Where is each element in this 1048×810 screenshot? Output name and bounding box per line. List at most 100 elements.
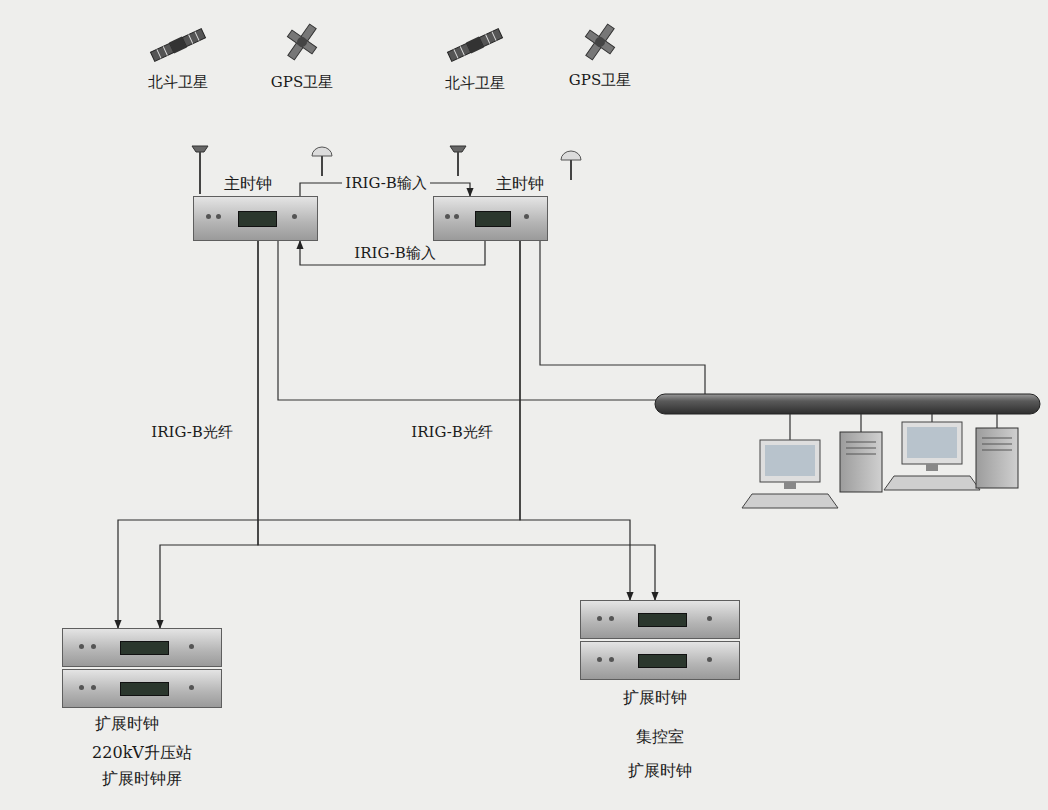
indicator-light <box>216 214 221 219</box>
clock-name: 主时钟 <box>496 174 544 195</box>
antenna-head <box>450 146 466 152</box>
indicator-light <box>707 616 712 621</box>
gps-satellite <box>279 18 325 66</box>
signal-name: IRIG-B光纤 <box>148 423 236 442</box>
beidou-satellite <box>150 28 206 63</box>
server-tower <box>840 432 882 492</box>
indicator-light <box>609 657 614 662</box>
clock-name: 扩展时钟 <box>623 688 687 709</box>
satellite-body <box>169 37 187 54</box>
solar-panel <box>586 24 614 60</box>
chassis-unit <box>193 196 318 241</box>
screen <box>765 445 815 476</box>
chassis-unit <box>433 196 548 241</box>
keyboard <box>742 494 838 508</box>
solar-panel <box>287 30 316 54</box>
label-holder: GPS卫星 <box>569 71 631 90</box>
signal-name: IRIG-B光纤 <box>408 423 496 442</box>
network-wire <box>540 241 705 396</box>
tower-case <box>840 432 882 492</box>
label-holder: IRIG-B光纤 <box>148 423 236 442</box>
antenna-mast <box>457 152 459 176</box>
network-bus <box>655 394 1040 414</box>
clock-location: 集控室 扩展时钟 <box>615 720 705 788</box>
clock-unit: 扩展时钟集控室 扩展时钟 <box>580 600 740 682</box>
keyboard <box>884 476 980 490</box>
panel-grid <box>157 32 199 59</box>
monitor-stand <box>926 464 938 471</box>
satellite-name: GPS卫星 <box>271 73 333 92</box>
indicator-light <box>524 214 529 219</box>
gps-antenna <box>561 151 581 180</box>
panel-grid <box>454 32 496 59</box>
clock-unit: 主时钟 <box>193 196 318 241</box>
solar-panel <box>182 29 205 47</box>
text-holder: 主时钟 <box>224 174 272 195</box>
monitor <box>760 440 820 482</box>
chassis-unit <box>580 641 740 680</box>
clock-unit: 扩展时钟220kV升压站 扩展时钟屏 <box>62 628 222 710</box>
beidou-antenna <box>450 146 466 176</box>
signal-line <box>300 241 485 265</box>
tower-slot <box>982 438 1012 450</box>
beidou-satellite <box>447 28 503 63</box>
workstation <box>742 440 838 508</box>
satellite-body <box>295 35 309 49</box>
clock-display <box>238 211 277 228</box>
indicator-light <box>206 214 211 219</box>
gps-antenna <box>312 147 332 176</box>
clock-display <box>638 613 687 628</box>
indicator-light <box>445 214 450 219</box>
tower-slot <box>846 442 876 454</box>
label-holder: IRIG-B输入 <box>342 174 430 193</box>
tower-case <box>976 428 1018 488</box>
indicator-light <box>79 644 84 649</box>
clock-display <box>120 641 169 656</box>
solar-panel <box>479 29 502 47</box>
clock-location: 220kV升压站 扩展时钟屏 <box>86 740 198 792</box>
beidou-antenna <box>192 146 208 194</box>
indicator-light <box>609 616 614 621</box>
monitor-stand <box>784 482 796 489</box>
label-holder: 北斗卫星 <box>148 73 208 92</box>
clock-name: 扩展时钟 <box>95 714 159 735</box>
satellite-name: 北斗卫星 <box>445 74 505 93</box>
indicator-light <box>292 214 297 219</box>
satellite-name: 北斗卫星 <box>148 73 208 92</box>
screen <box>907 427 957 458</box>
antenna-dome <box>561 151 581 160</box>
text-holder: 扩展时钟 <box>623 688 687 709</box>
text-holder: 扩展时钟 <box>95 714 159 735</box>
indicator-light <box>79 685 84 690</box>
label-holder: IRIG-B光纤 <box>408 423 496 442</box>
drop-wire <box>790 414 997 440</box>
signal-line <box>118 241 520 628</box>
signal-name: IRIG-B输入 <box>351 244 439 263</box>
label-holder: IRIG-B输入 <box>351 244 439 263</box>
text-holder: 主时钟 <box>496 174 544 195</box>
antenna-mast <box>570 160 572 180</box>
text-holder: 220kV升压站 扩展时钟屏 <box>86 740 198 792</box>
indicator-light <box>597 657 602 662</box>
antenna-mast <box>199 152 201 194</box>
chassis-unit <box>62 669 222 708</box>
indicator-light <box>707 657 712 662</box>
antenna-head <box>192 146 208 152</box>
indicator-light <box>454 214 459 219</box>
gps-satellite <box>577 18 623 66</box>
server-tower <box>976 428 1018 488</box>
text-holder: 集控室 扩展时钟 <box>615 720 705 788</box>
solar-panel <box>448 43 471 61</box>
signal-name: IRIG-B输入 <box>342 174 430 193</box>
satellite-body <box>466 37 484 54</box>
chassis-unit <box>62 628 222 667</box>
solar-panel <box>151 43 174 61</box>
indicator-light <box>91 644 96 649</box>
satellite-body <box>593 35 607 49</box>
chassis-unit <box>580 600 740 639</box>
label-holder: GPS卫星 <box>271 73 333 92</box>
solar-panel <box>585 30 614 54</box>
label-holder: 北斗卫星 <box>445 74 505 93</box>
workstation <box>884 422 980 490</box>
